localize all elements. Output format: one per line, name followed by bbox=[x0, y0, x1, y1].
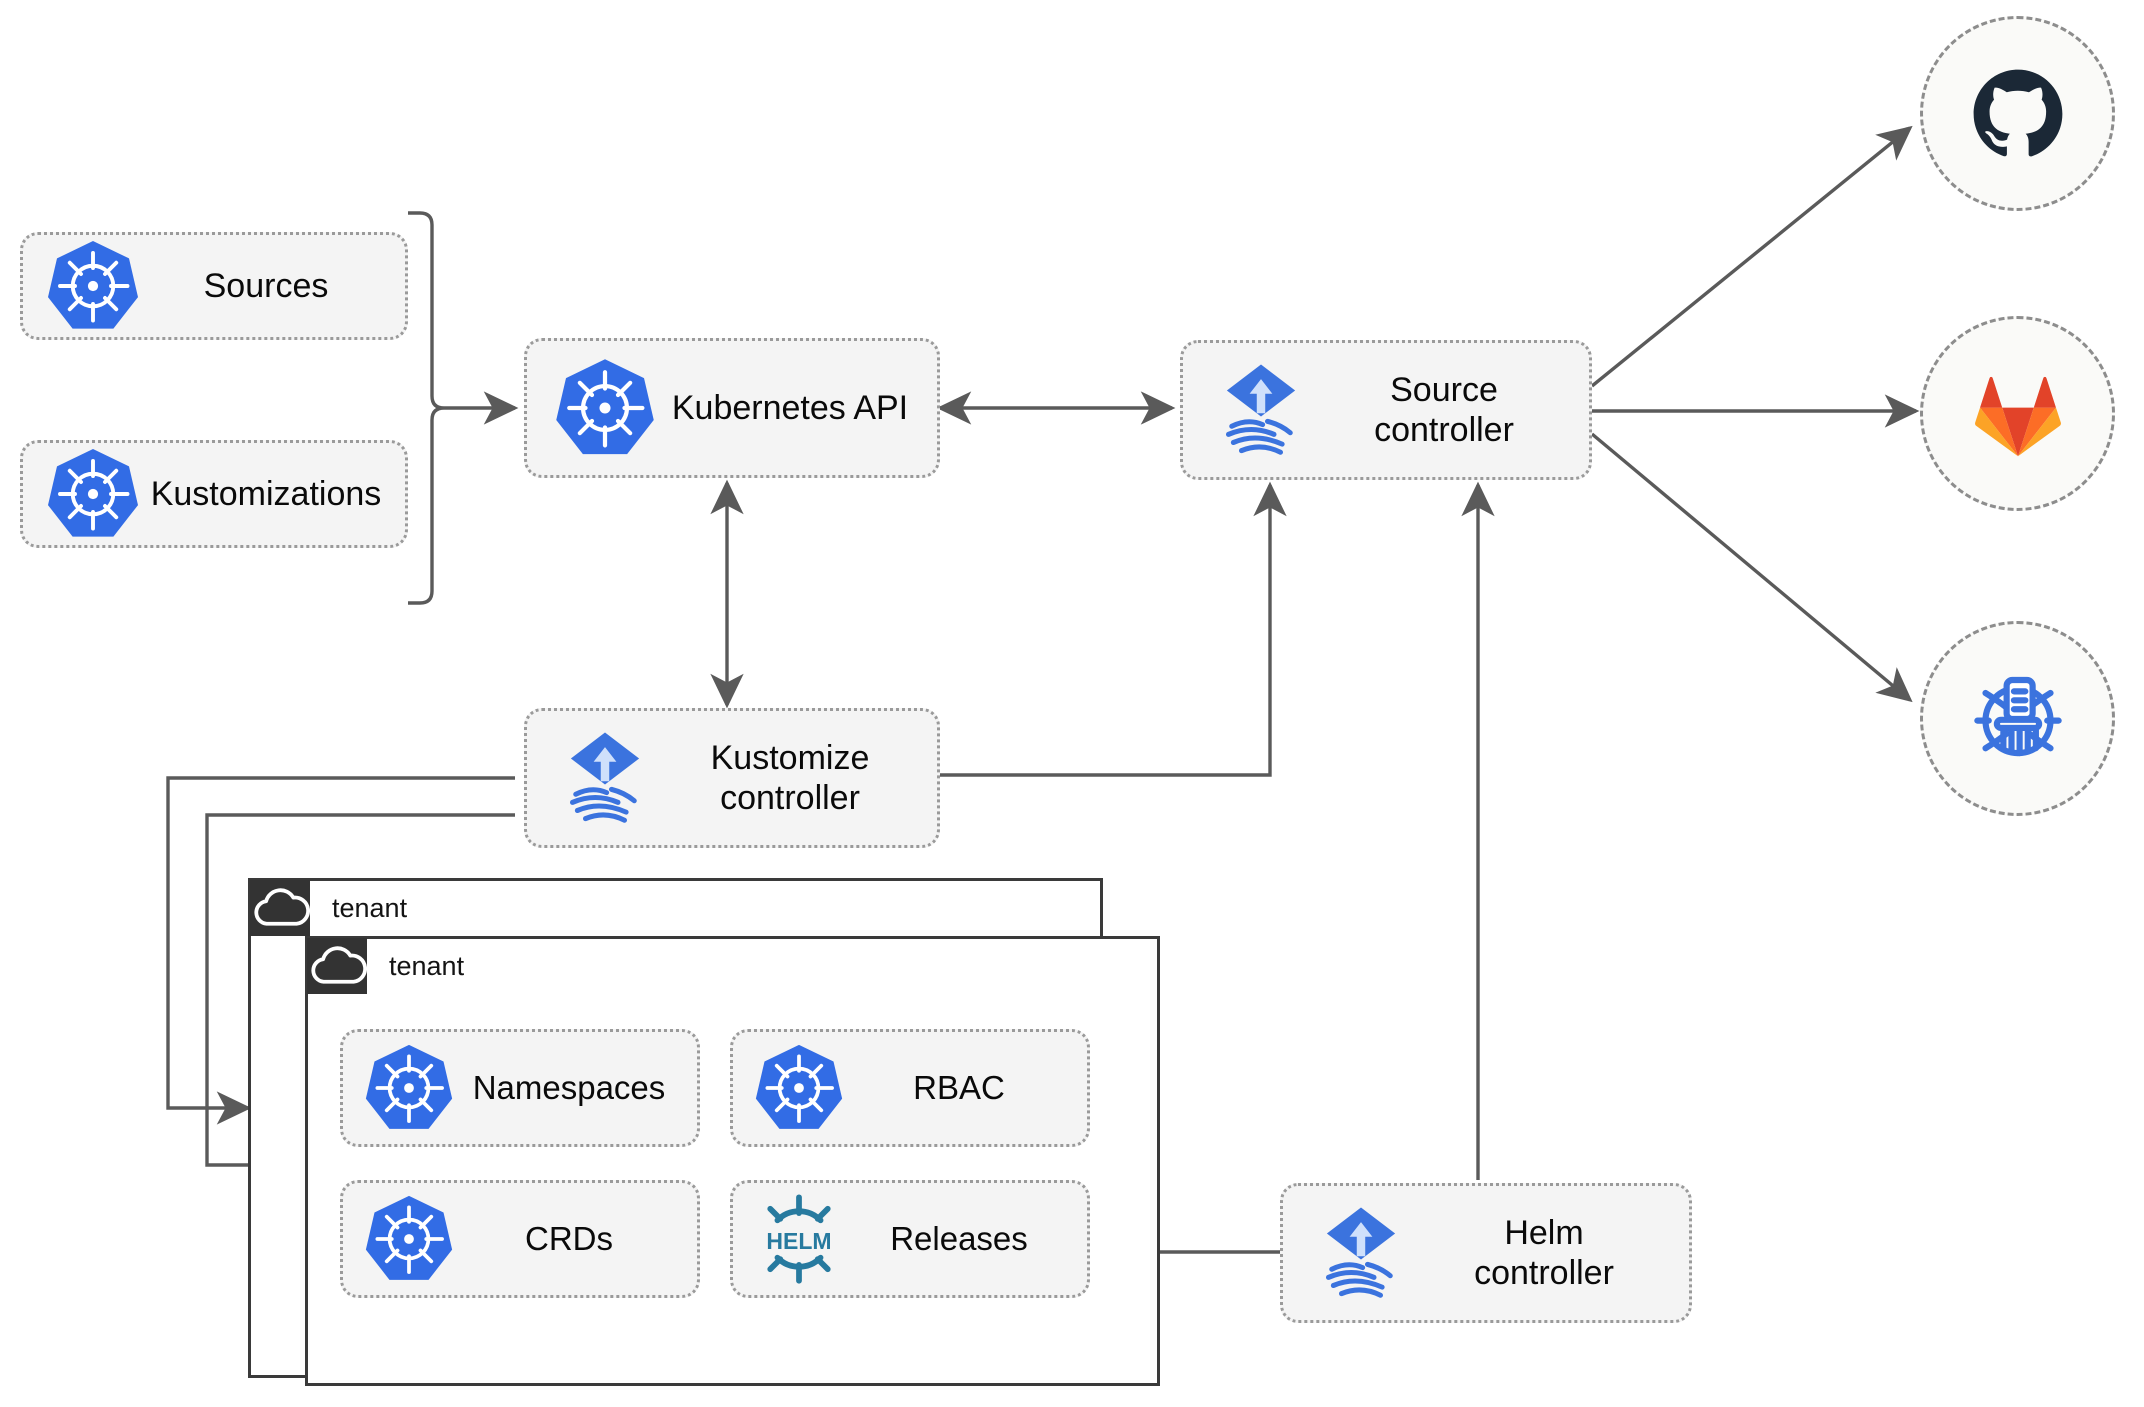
kubernetes-icon bbox=[363, 1042, 455, 1134]
gitlab-icon bbox=[1974, 376, 2061, 456]
tenant-back-titlebar: tenant bbox=[250, 880, 407, 936]
node-releases-label: Releases bbox=[890, 1219, 1028, 1257]
node-source-controller-label: Source controller bbox=[1374, 370, 1514, 449]
tenant-window-front[interactable]: tenant bbox=[305, 936, 1160, 1386]
flux-icon bbox=[1309, 1201, 1413, 1305]
kubernetes-icon bbox=[753, 1042, 845, 1134]
node-kustomize-controller-label: Kustomize controller bbox=[710, 738, 870, 817]
node-crds[interactable]: CRDs bbox=[340, 1180, 700, 1298]
input-group-bracket bbox=[408, 211, 445, 605]
node-kubernetes-api[interactable]: Kubernetes API bbox=[524, 338, 940, 478]
tenant-front-label: tenant bbox=[389, 950, 465, 981]
endpoint-github[interactable] bbox=[1920, 16, 2115, 211]
node-namespaces-label: Namespaces bbox=[472, 1068, 666, 1106]
node-crds-label: CRDs bbox=[525, 1219, 613, 1257]
node-releases[interactable]: HELM Releases bbox=[730, 1180, 1090, 1298]
svg-text:HELM: HELM bbox=[766, 1228, 831, 1254]
kubernetes-icon bbox=[363, 1193, 455, 1285]
node-rbac-label: RBAC bbox=[913, 1068, 1005, 1106]
node-rbac[interactable]: RBAC bbox=[730, 1029, 1090, 1147]
node-helm-controller-label: Helm controller bbox=[1474, 1213, 1614, 1292]
github-icon bbox=[1973, 69, 2062, 156]
endpoint-gitlab[interactable] bbox=[1920, 316, 2115, 511]
node-kustomizations[interactable]: Kustomizations bbox=[20, 440, 408, 548]
cloud-icon bbox=[307, 938, 367, 994]
node-helm-controller[interactable]: Helm controller bbox=[1280, 1183, 1692, 1323]
cloud-icon bbox=[250, 880, 310, 936]
wire-source-github bbox=[1590, 125, 1913, 388]
endpoint-helm-repository[interactable] bbox=[1920, 621, 2115, 816]
kubernetes-icon bbox=[553, 356, 657, 460]
flux-icon bbox=[553, 726, 657, 830]
flux-icon bbox=[1209, 358, 1313, 462]
node-kustomize-controller[interactable]: Kustomize controller bbox=[524, 708, 940, 848]
node-source-controller[interactable]: Source controller bbox=[1180, 340, 1592, 480]
node-kubernetes-api-label: Kubernetes API bbox=[671, 388, 909, 427]
node-kustomizations-label: Kustomizations bbox=[150, 474, 382, 513]
wire-source-helm-repository bbox=[1590, 432, 1913, 703]
node-sources[interactable]: Sources bbox=[20, 232, 408, 340]
tenant-back-label: tenant bbox=[332, 892, 408, 923]
kubernetes-icon bbox=[45, 238, 141, 334]
helm-repository-icon bbox=[1973, 676, 2062, 756]
tenant-front-titlebar: tenant bbox=[307, 938, 464, 994]
wire-kustomize-to-source bbox=[940, 481, 1287, 777]
kubernetes-icon bbox=[45, 446, 141, 542]
node-namespaces[interactable]: Namespaces bbox=[340, 1029, 700, 1147]
helm-icon: HELM bbox=[753, 1193, 845, 1285]
node-sources-label: Sources bbox=[203, 266, 329, 305]
